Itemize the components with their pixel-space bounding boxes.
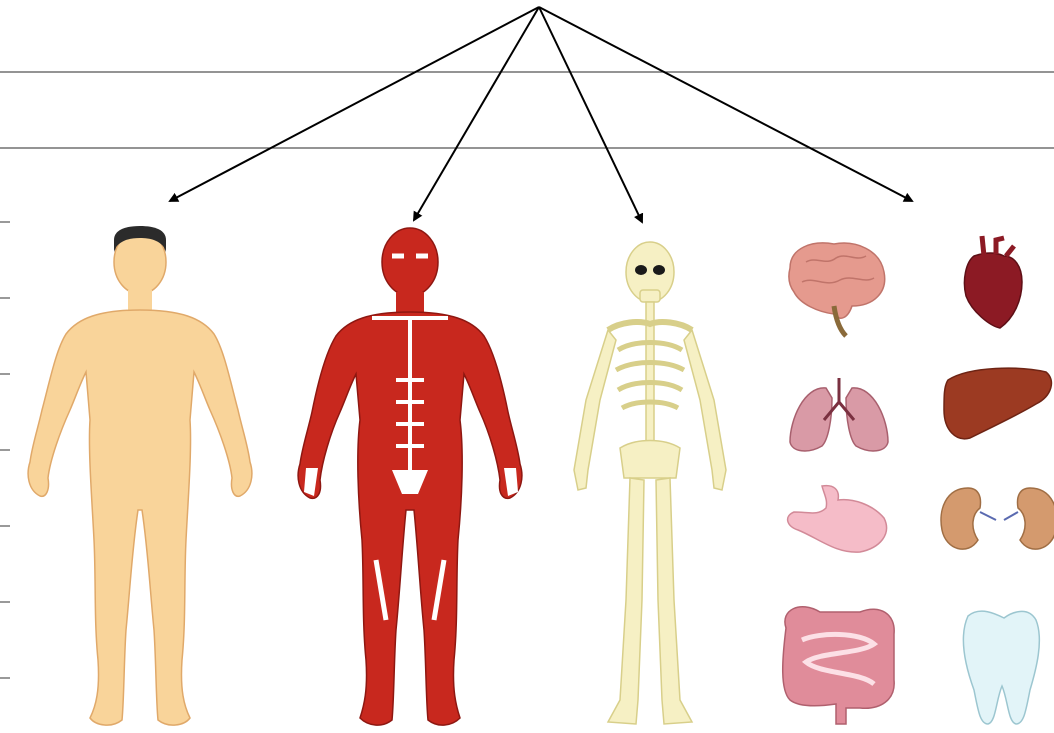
muscular-system-figure <box>298 228 522 725</box>
arrow-to-organs <box>539 7 912 201</box>
arrows <box>170 7 912 222</box>
lungs <box>790 378 888 451</box>
skeletal-system-figure <box>574 242 726 724</box>
stomach <box>788 486 887 553</box>
organs-group <box>783 236 1054 724</box>
human-body-figure <box>28 226 252 725</box>
left-tick-marks <box>0 222 10 678</box>
brain <box>789 243 885 336</box>
arrow-to-skeletal-system <box>539 7 642 222</box>
kidneys <box>941 488 1054 549</box>
intestines <box>783 607 894 724</box>
liver <box>944 368 1051 439</box>
heart <box>964 236 1022 328</box>
arrow-to-human-body <box>170 7 539 201</box>
tooth <box>963 611 1039 724</box>
